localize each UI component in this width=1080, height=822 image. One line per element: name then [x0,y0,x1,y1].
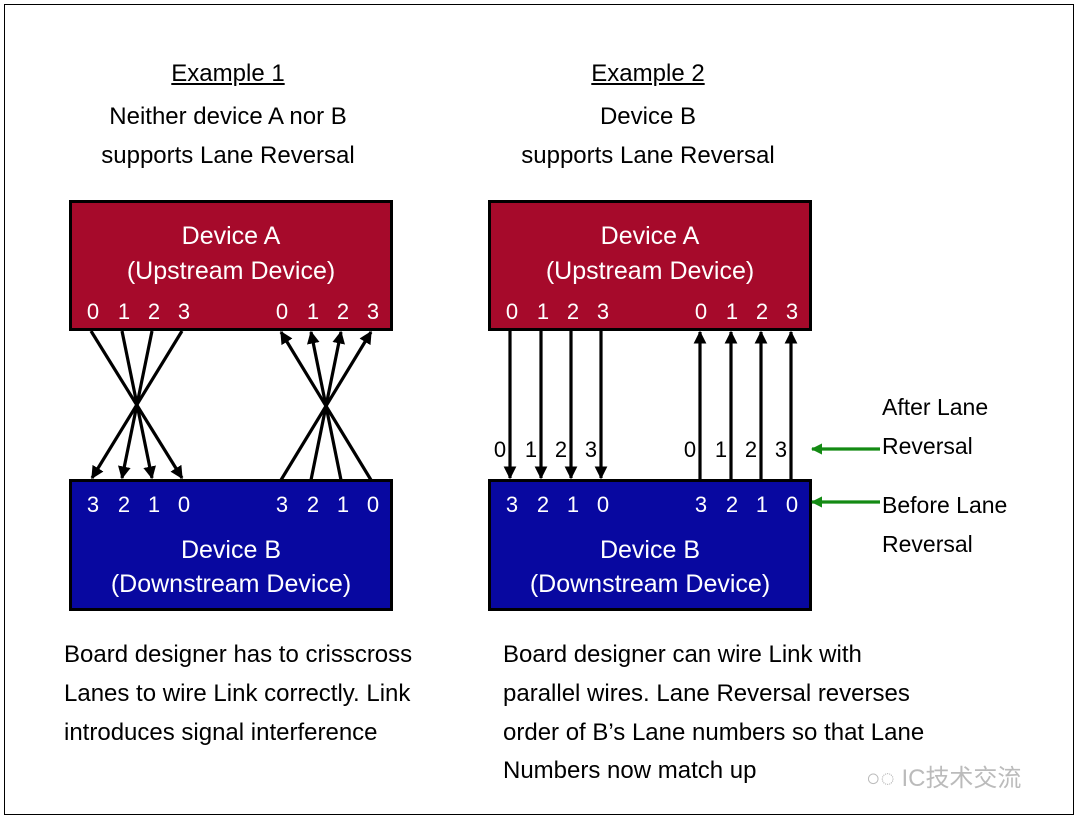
after-reversal-lane: 0 [683,437,697,462]
after-reversal-lane: 1 [524,437,538,462]
device-a-lane: 2 [755,299,769,324]
figure-frame [4,4,1074,815]
example1-subtitle-line2: supports Lane Reversal [101,142,355,169]
example1-title: Example 1 [171,60,285,87]
device-a-lane: 0 [505,299,519,324]
device-a-lane: 0 [694,299,708,324]
wire-crisscross [90,330,184,480]
example2-caption-line: order of B’s Lane numbers so that Lane [503,719,925,746]
after-reversal-lane: 3 [584,437,598,462]
before-reversal-label-line1: Before Lane [882,492,1008,518]
after-reversal-lane: 3 [774,437,788,462]
device-b-lane: 2 [306,492,320,517]
device-a-lane: 3 [177,299,191,324]
device-b-lane: 2 [725,492,739,517]
device-b-name: Device B [599,536,701,564]
device-b-lane: 1 [566,492,580,517]
after-reversal-lane: 1 [714,437,728,462]
device-b-role: (Downstream Device) [529,570,771,598]
example1-subtitle-line1: Neither device A nor B [109,103,347,130]
device-b-lane: 0 [177,492,191,517]
device-b-lane: 1 [147,492,161,517]
device-a-lane: 1 [725,299,739,324]
device-b-role: (Downstream Device) [110,570,352,598]
after-reversal-lane: 0 [493,437,507,462]
device-b-lane: 1 [755,492,769,517]
example2-caption-line: Numbers now match up [503,757,757,784]
device-a-name: Device A [181,222,281,250]
example2-caption-line: parallel wires. Lane Reversal reverses [503,680,910,707]
device-a-lane: 0 [275,299,289,324]
example1-device-a-box: Device A (Upstream Device) 0 1 2 3 0 1 2… [69,200,393,331]
device-b-lane: 2 [117,492,131,517]
device-b-lane: 0 [596,492,610,517]
device-a-role: (Upstream Device) [545,257,755,285]
device-b-lane: 3 [505,492,519,517]
device-b-lane: 3 [694,492,708,517]
device-a-lane: 3 [785,299,799,324]
example1-device-b-box: 3 2 1 0 3 2 1 0 Device B (Downstream Dev… [69,479,393,611]
device-a-lane: 2 [336,299,350,324]
example2-device-b-box: 3 2 1 0 3 2 1 0 Device B (Downstream Dev… [488,479,812,611]
example1-caption-line: introduces signal interference [64,719,378,746]
device-a-name: Device A [600,222,700,250]
wechat-icon: ○◌ [866,765,895,792]
device-a-lane: 1 [536,299,550,324]
device-b-lane: 3 [86,492,100,517]
device-a-lane: 1 [117,299,131,324]
device-b-lane: 2 [536,492,550,517]
example2-subtitle-line1: Device B [599,103,697,130]
watermark: ○◌ IC技术交流 [866,758,1021,793]
device-a-lane: 0 [86,299,100,324]
device-a-lane: 2 [147,299,161,324]
after-reversal-label-line1: After Lane [882,394,989,420]
example2-caption-line: Board designer can wire Link with [503,641,862,668]
device-a-lane: 3 [366,299,380,324]
device-a-lane: 3 [596,299,610,324]
device-b-name: Device B [180,536,282,564]
wire-crisscross [279,330,373,481]
device-b-lane: 0 [785,492,799,517]
device-a-role: (Upstream Device) [126,257,336,285]
device-b-lane: 1 [336,492,350,517]
example1-caption-line: Board designer has to crisscross [64,641,413,668]
before-reversal-label-line2: Reversal [882,531,973,557]
device-b-lane: 0 [366,492,380,517]
device-a-lane: 1 [306,299,320,324]
example2-subtitle-line2: supports Lane Reversal [521,142,775,169]
example2-title: Example 2 [591,60,705,87]
example1-caption-line: Lanes to wire Link correctly. Link [64,680,411,707]
after-reversal-label-line2: Reversal [882,433,973,459]
device-a-lane: 2 [566,299,580,324]
after-reversal-lane: 2 [554,437,568,462]
watermark-text: IC技术交流 [901,765,1022,792]
device-b-lane: 3 [275,492,289,517]
example2-device-a-box: Device A (Upstream Device) 0 1 2 3 0 1 2… [488,200,812,331]
after-reversal-lane: 2 [744,437,758,462]
